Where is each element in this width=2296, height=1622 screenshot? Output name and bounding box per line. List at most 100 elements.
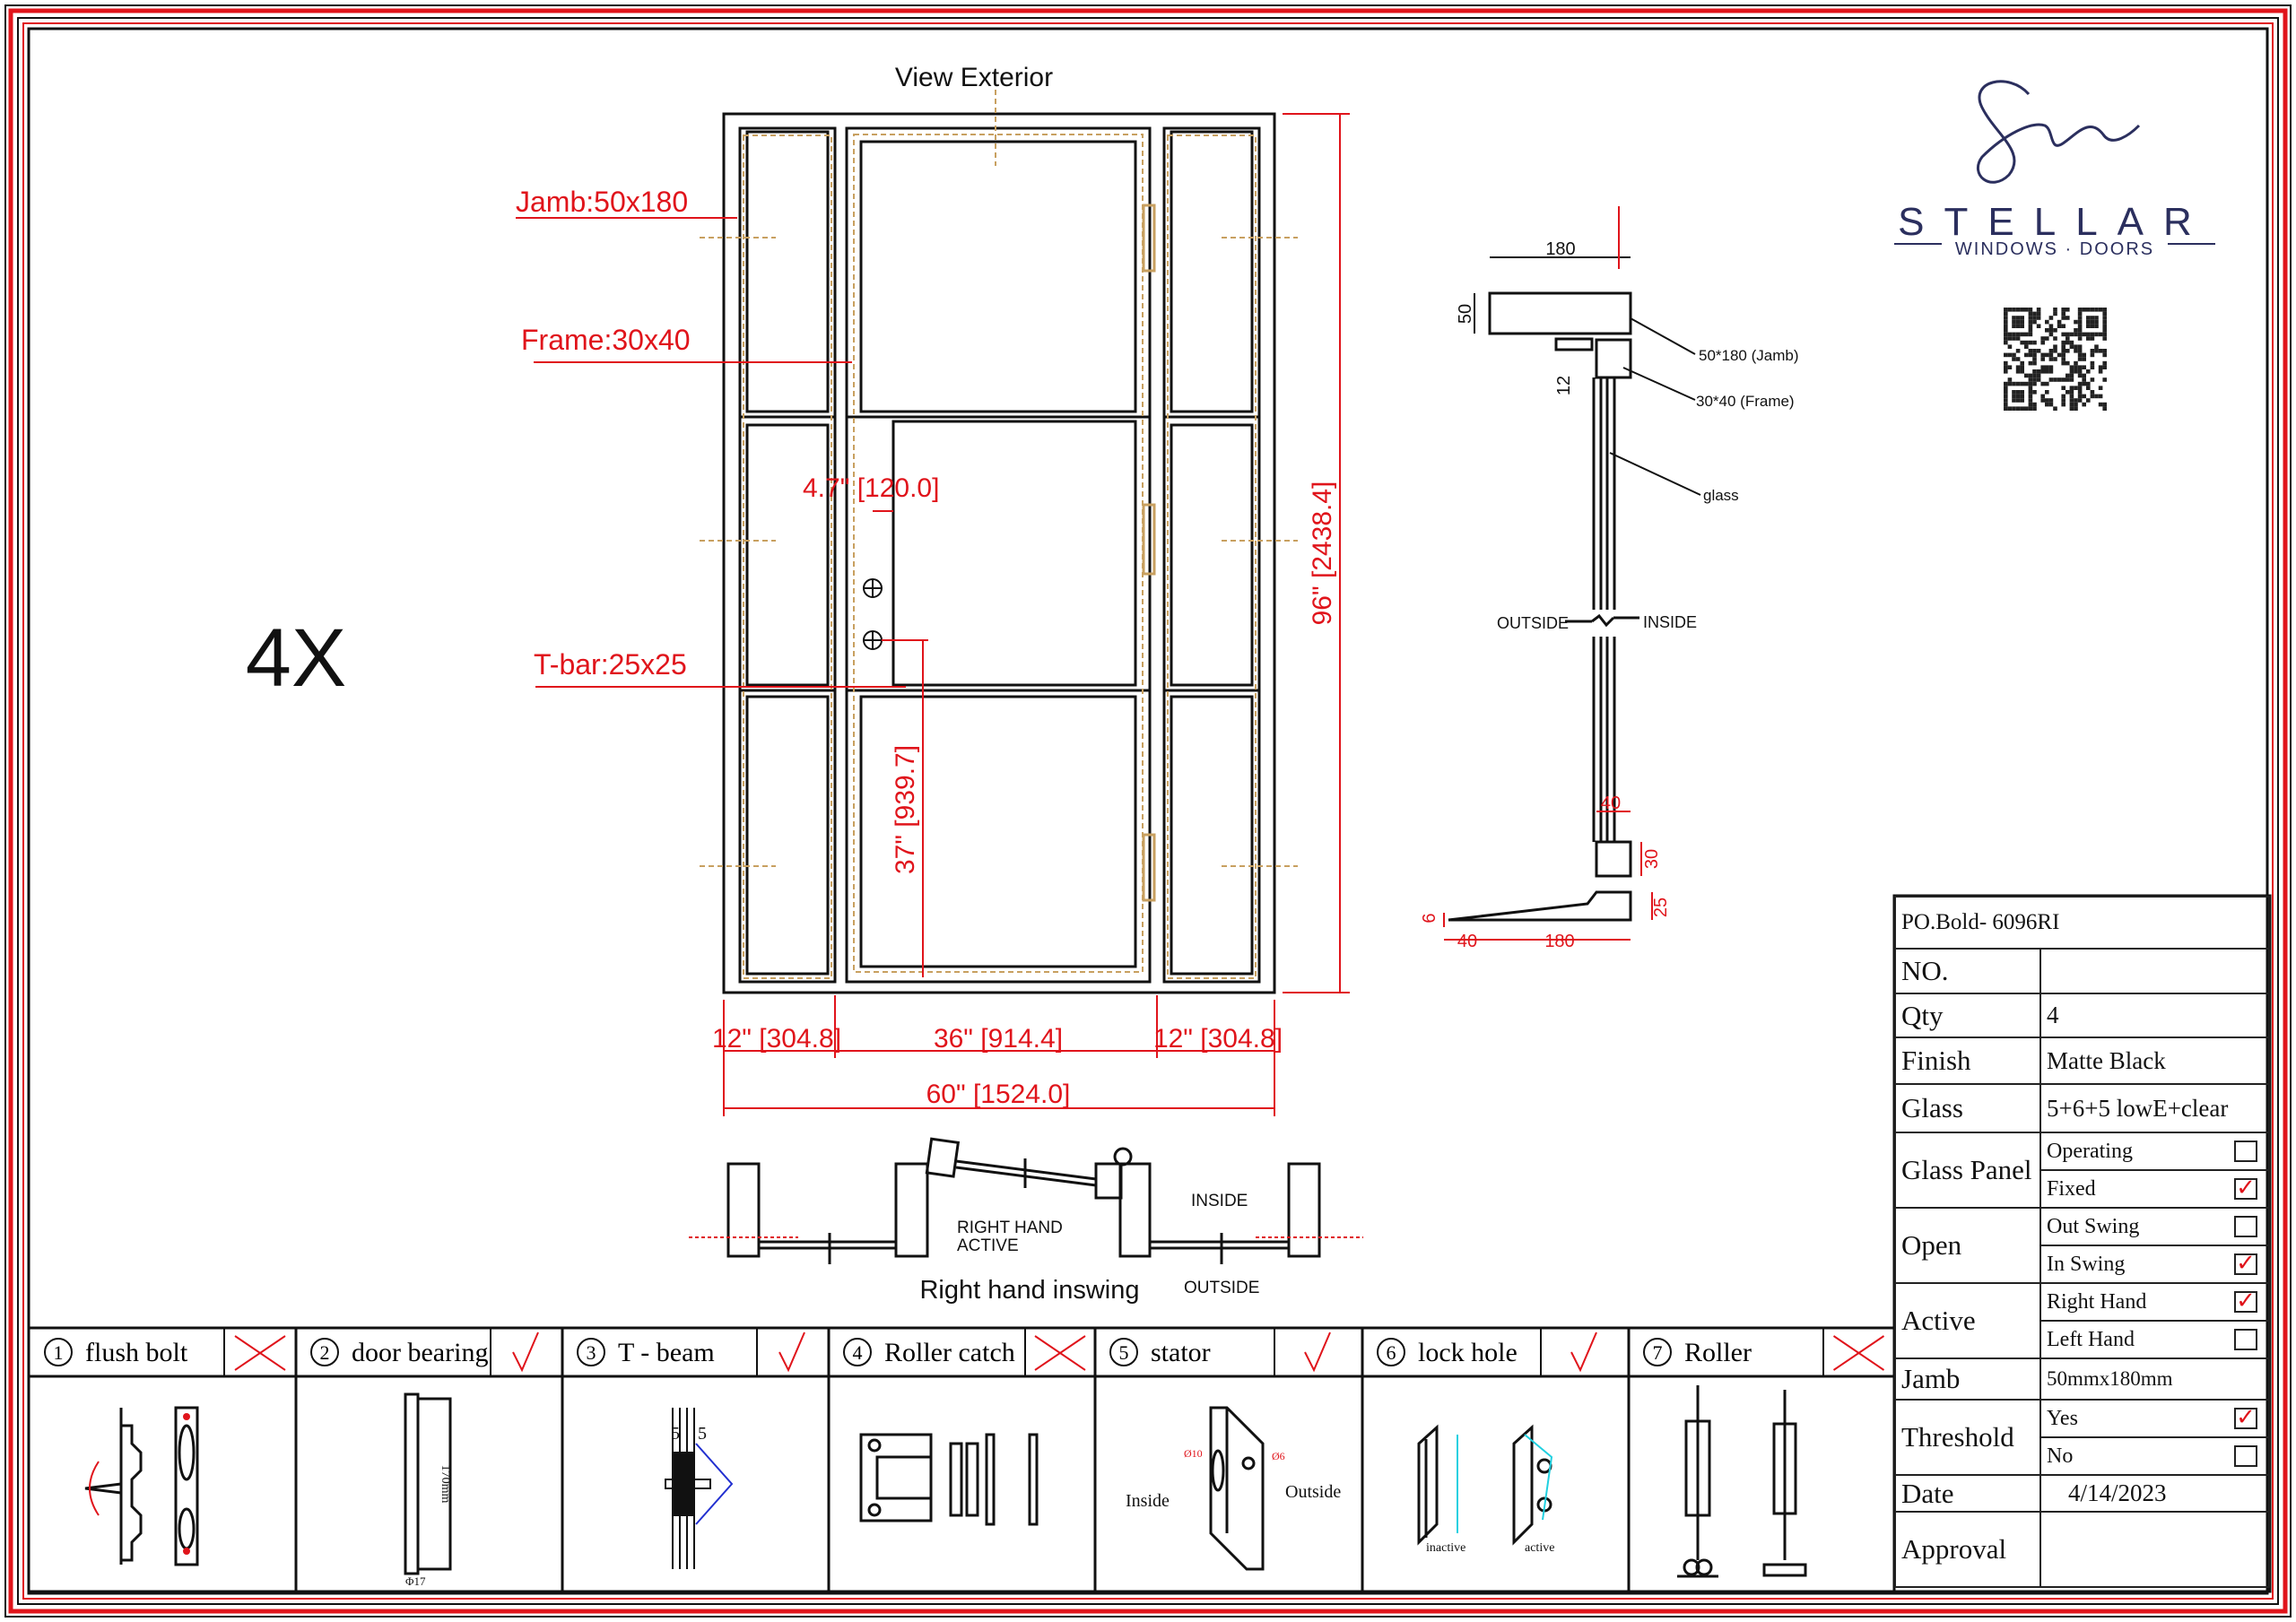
plan-active-line1: RIGHT HAND [957,1219,1063,1237]
included-check-icon [1304,1331,1331,1373]
glass-value: 5+6+5 lowE+clear [2039,1083,2270,1133]
stator-d2: Ø6 [1272,1450,1285,1462]
lock-hole-icon: inactive active [1417,1424,1554,1555]
section-top-width: 180 [1545,239,1575,259]
out-swing-label: Out Swing [2047,1214,2140,1238]
right-hand-label: Right Hand [2047,1289,2147,1314]
plan-outside: OUTSIDE [1184,1279,1259,1297]
included-check-icon [778,1331,805,1373]
jamb-label: Jamb:50x180 [516,186,688,218]
in-swing-label: In Swing [2047,1252,2126,1276]
bottom-frame-width: 40 [1601,794,1621,813]
elevation-dimensions [516,113,1350,1116]
threshold-width: 180 [1544,932,1574,951]
approval-label: Approval [1894,1511,2041,1588]
bearing-length: 170mm [439,1465,452,1504]
hardware-name: Roller catch [884,1338,1015,1367]
threshold-label: Threshold [1894,1399,2041,1476]
glass-panel-label: Glass Panel [1894,1132,2041,1209]
sheet-border [4,4,2292,1618]
number-circle-icon [1643,1338,1672,1366]
stellar-logo: STELLAR WINDOWS · DOORS [1894,80,2215,259]
finish-label: Finish [1894,1037,2041,1085]
stator-outside: Outside [1285,1482,1341,1502]
hardware-name: stator [1151,1338,1211,1367]
right-sidelite-dim: 12" [304.8] [1153,1024,1283,1054]
hinges [1142,204,1156,902]
out-swing-checkbox[interactable] [2234,1216,2257,1237]
hardware-number: 4 [853,1341,863,1364]
threshold-nose: 40 [1457,932,1477,951]
threshold-no-checkbox[interactable] [2234,1445,2257,1467]
hardware-name: door bearing [352,1338,488,1367]
left-hand-label: Left Hand [2047,1327,2135,1351]
operating-checkbox[interactable] [2234,1141,2257,1162]
number-circle-icon [44,1338,73,1366]
spec-table-frame [1892,894,2272,1593]
hardware-name: lock hole [1418,1338,1518,1367]
swing-plan-diagram [689,1137,1363,1264]
qty-label: Qty [1894,993,2041,1038]
hardware-number: 3 [587,1341,596,1364]
total-width-dim: 60" [1524.0] [926,1080,1071,1109]
hardware-name: Roller [1684,1338,1752,1367]
jamb-label: Jamb [1894,1357,2041,1401]
threshold-lip: 6 [1420,913,1439,923]
plan-caption: Right hand inswing [919,1276,1139,1305]
door-elevation [722,112,1276,994]
included-check-icon [512,1331,539,1373]
number-circle-icon [577,1338,605,1366]
section-jamb-height: 50 [1456,304,1475,324]
height-dim: 96" [2438.4] [1308,481,1337,626]
hardware-header-3: 3 T - beam [577,1331,805,1373]
door-width-dim: 36" [914.4] [934,1024,1063,1054]
glass-label: Glass [1894,1083,2041,1133]
plan-active-line2: ACTIVE [957,1236,1019,1255]
hardware-strip [30,1326,1894,1593]
brand-tagline: WINDOWS · DOORS [1955,239,2154,259]
threshold-no-label: No [2047,1444,2074,1468]
threshold-height: 25 [1651,898,1671,917]
in-swing-checkbox[interactable]: ✓ [2234,1252,2257,1275]
operating-label: Operating [2047,1139,2133,1163]
hardware-name: T - beam [618,1338,715,1367]
date-label: Date [1894,1474,2041,1513]
threshold-yes-checkbox[interactable]: ✓ [2234,1406,2257,1429]
door-bearing-icon: 170mm Φ17 [404,1392,452,1588]
included-check-icon [1570,1331,1597,1373]
open-label: Open [1894,1207,2041,1284]
hardware-number: 2 [320,1341,330,1364]
finish-value: Matte Black [2039,1037,2270,1085]
excluded-cross-icon [1832,1335,1885,1371]
stator-inside: Inside [1126,1491,1170,1511]
t-beam-icon: 5 5 [665,1408,734,1569]
tbar-label: T-bar:25x25 [534,648,687,681]
t-beam-dim-1: 5 [671,1424,680,1444]
number-circle-icon [843,1338,872,1366]
approval-value[interactable] [2039,1511,2270,1588]
left-hand-checkbox[interactable] [2234,1329,2257,1350]
view-title: View Exterior [895,63,1053,92]
hardware-number: 1 [54,1341,64,1364]
lock-inactive: inactive [1426,1541,1465,1555]
fixed-checkbox[interactable]: ✓ [2234,1176,2257,1200]
frame-label: Frame:30x40 [521,324,691,356]
po-number: PO.Bold- 6096RI [1894,896,2270,950]
excluded-cross-icon [1034,1335,1086,1371]
glass-callout: glass [1703,487,1739,504]
section-drawing [1448,206,1701,922]
threshold-yes-label: Yes [2047,1406,2078,1430]
roller-catch-icon [859,1433,1039,1526]
no-value [2039,948,2270,994]
section-gap: 12 [1554,376,1574,395]
jamb-value: 50mmx180mm [2039,1357,2270,1401]
quantity-mark: 4X [246,612,347,704]
right-hand-checkbox[interactable]: ✓ [2234,1289,2257,1313]
bottom-frame-height: 30 [1642,849,1662,869]
